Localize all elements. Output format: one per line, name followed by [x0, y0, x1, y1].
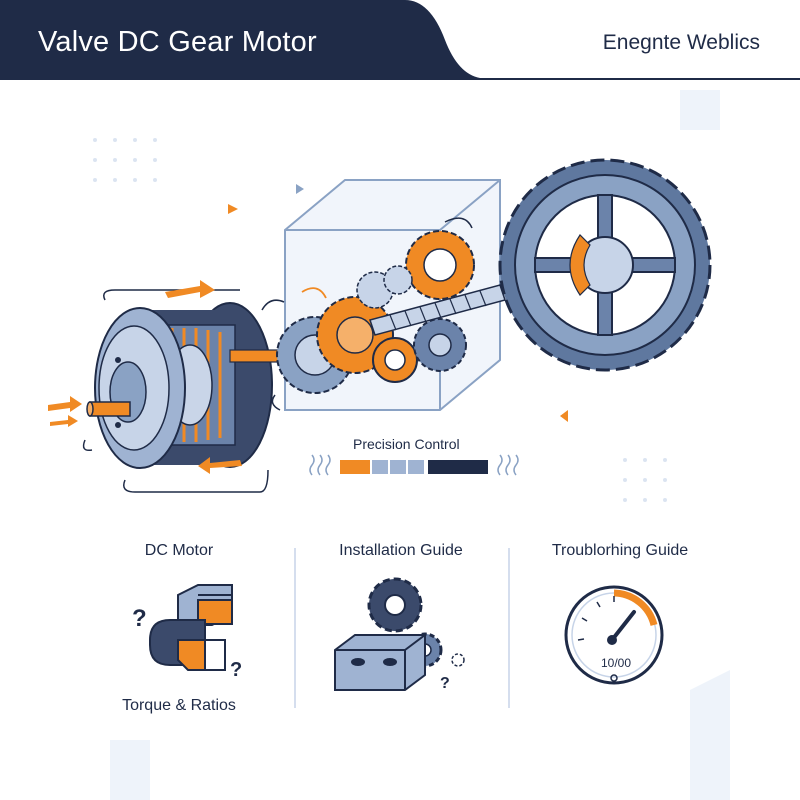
gauge-reading: 10/00: [600, 656, 632, 670]
svg-text:?: ?: [440, 675, 450, 692]
svg-text:?: ?: [230, 659, 242, 681]
section-title-dc-motor: DC Motor: [144, 542, 214, 559]
section-caption-torque: Torque & Ratios: [122, 697, 236, 714]
brand-name: Enegnte Weblics: [602, 31, 760, 54]
gauge-icon: [564, 585, 664, 685]
dot-grid-decoration: [93, 138, 667, 502]
triangle-marker-icon: [228, 204, 238, 214]
header-banner: [0, 0, 800, 80]
precision-control-bar: [340, 460, 488, 474]
block-question-icon: ? ?: [132, 584, 242, 681]
section-title-troubleshooting: Troublorhing Guide: [551, 542, 689, 559]
flow-arrow-icon: [48, 280, 242, 474]
precision-control-label: Precision Control: [353, 436, 460, 452]
svg-text:?: ?: [132, 605, 147, 632]
gear-bracket-icon: ?: [334, 577, 465, 692]
section-title-installation: Installation Guide: [339, 542, 463, 559]
gear-train: [276, 230, 506, 394]
dc-motor: [86, 302, 291, 469]
output-gear: [498, 158, 712, 372]
vibration-icon: [309, 454, 519, 476]
triangle-marker-icon: [560, 410, 568, 422]
page-title: Valve DC Gear Motor: [38, 26, 317, 58]
